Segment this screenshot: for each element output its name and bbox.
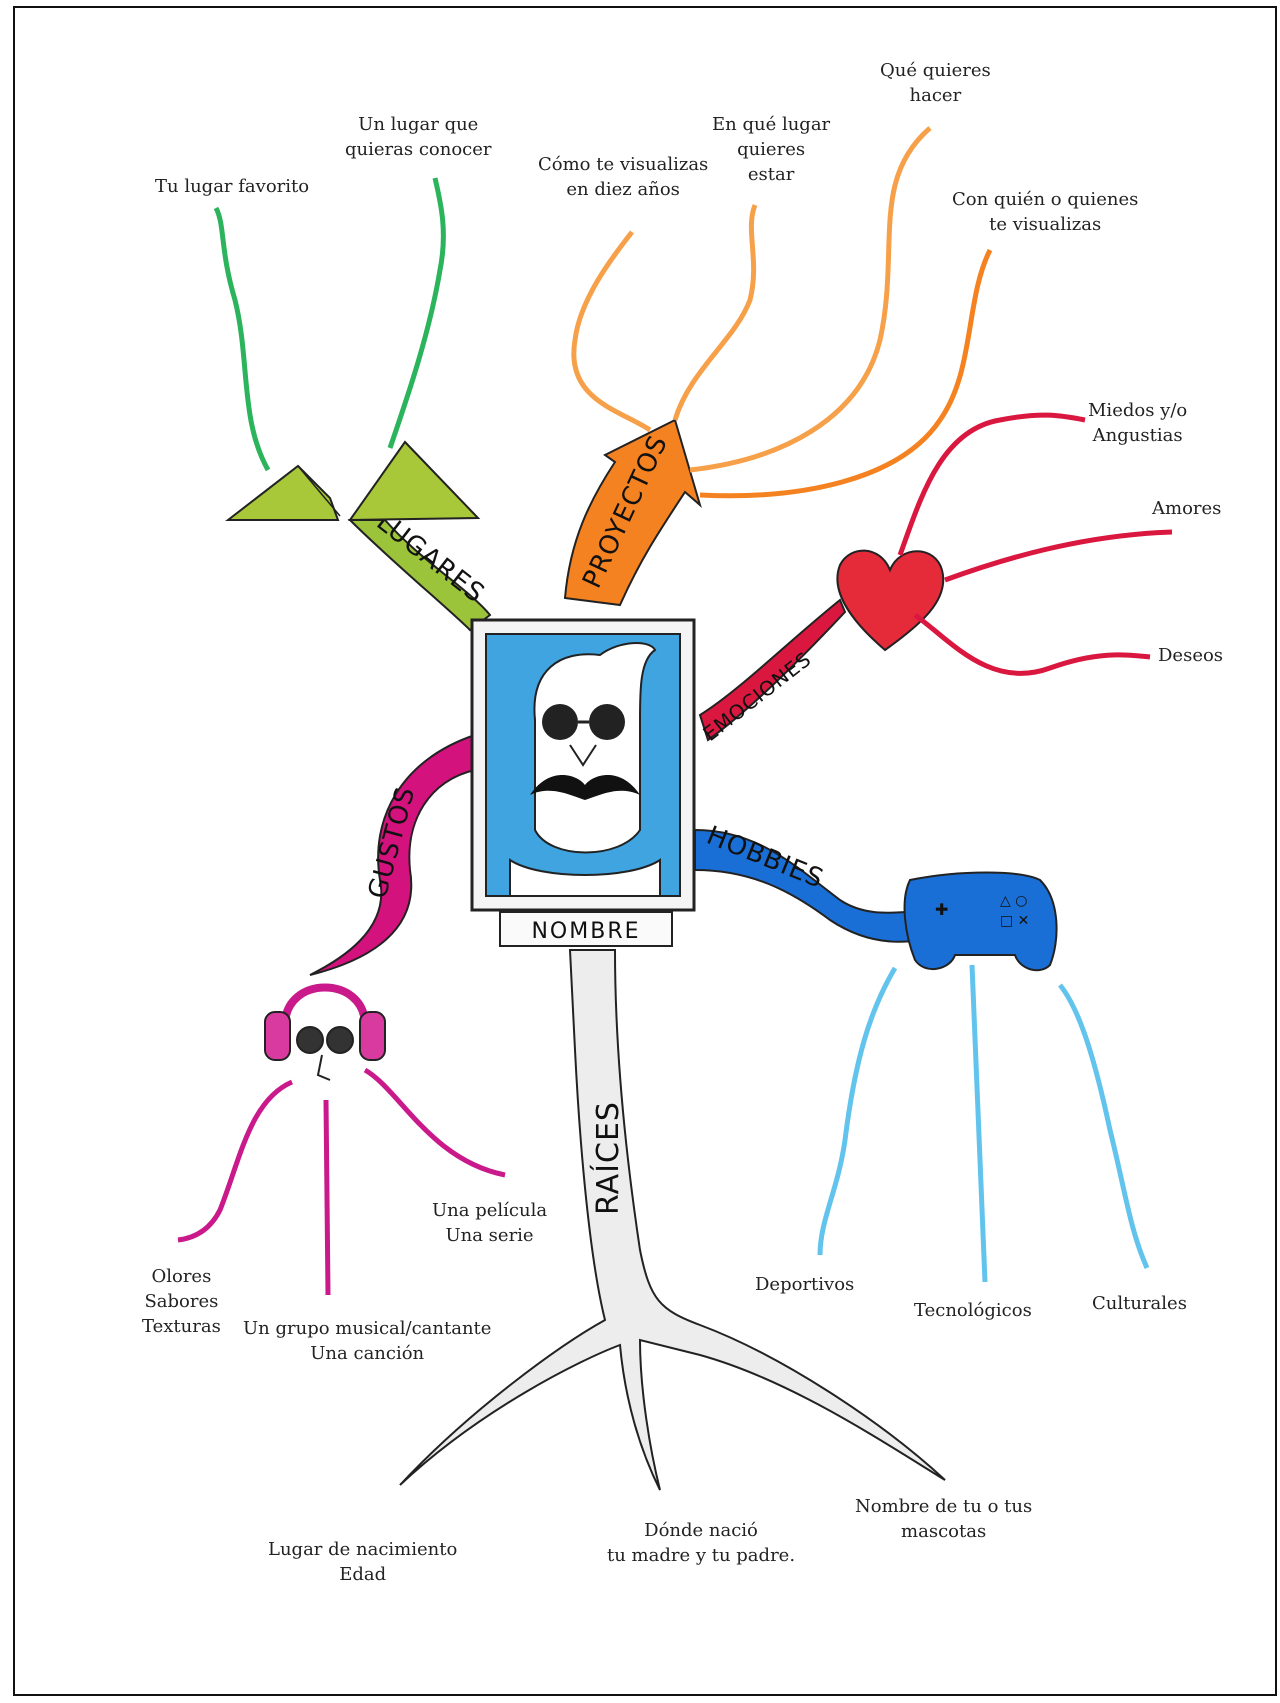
emociones-label: EMOCIONES — [698, 647, 816, 746]
label-deportivos: Deportivos — [755, 1272, 854, 1297]
mountains-icon — [228, 442, 478, 520]
label-tecnologicos: Tecnológicos — [914, 1298, 1032, 1323]
label-pelicula: Una película Una serie — [432, 1198, 547, 1248]
branch-line-lugar-estar — [675, 205, 755, 420]
branch-line-culturales — [1060, 985, 1147, 1268]
label-lugar-estar: En qué lugar quieres estar — [712, 112, 830, 187]
gustos-label: GUSTOS — [363, 783, 422, 901]
svg-text:✚: ✚ — [935, 900, 948, 919]
portrait-icon — [472, 620, 694, 910]
label-tu-lugar-favorito: Tu lugar favorito — [155, 174, 309, 199]
raices-label: RAÍCES — [590, 1101, 626, 1215]
gustos-branch: GUSTOS — [310, 735, 475, 975]
branch-line-lugar-conocer — [390, 178, 443, 448]
label-olores: Olores Sabores Texturas — [142, 1264, 221, 1339]
label-que-hacer: Qué quieres hacer — [880, 58, 991, 108]
branch-line-amores — [945, 532, 1172, 580]
label-con-quien: Con quién o quienes te visualizas — [952, 187, 1138, 237]
branch-line-visualizas — [574, 232, 650, 430]
heart-icon — [837, 551, 943, 650]
branch-line-deportivos — [820, 968, 895, 1255]
label-miedos: Miedos y/o Angustias — [1088, 398, 1187, 448]
gamepad-icon: ✚ △ ○ □ ✕ — [905, 873, 1057, 971]
center-label: NOMBRE — [531, 919, 640, 944]
arrow-icon: PROYECTOS — [565, 420, 700, 605]
branch-line-tu-lugar-favorito — [216, 208, 268, 470]
label-amores: Amores — [1152, 496, 1221, 521]
label-donde-nacio: Dónde nació tu madre y tu padre. — [607, 1518, 795, 1568]
headphones-face-icon — [265, 988, 385, 1081]
label-lugar-nacimiento: Lugar de nacimiento Edad — [268, 1537, 457, 1587]
nombre-plaque: NOMBRE — [500, 912, 672, 946]
svg-text:△ ○: △ ○ — [1000, 893, 1027, 909]
emociones-branch: EMOCIONES — [698, 600, 845, 746]
svg-text:□ ✕: □ ✕ — [1000, 913, 1029, 929]
branch-line-olores — [178, 1082, 292, 1240]
hobbies-branch: HOBBIES — [695, 821, 920, 942]
label-mascotas: Nombre de tu o tus mascotas — [855, 1494, 1032, 1544]
label-grupo: Un grupo musical/cantante Una canción — [243, 1316, 491, 1366]
branch-line-grupo — [326, 1100, 328, 1295]
branch-line-tecnologicos — [972, 965, 985, 1282]
branch-line-pelicula — [365, 1070, 505, 1175]
lugares-branch: LUGARES — [350, 507, 490, 630]
label-lugar-conocer: Un lugar que quieras conocer — [345, 112, 492, 162]
label-culturales: Culturales — [1092, 1291, 1187, 1316]
label-visualizas-diez: Cómo te visualizas en diez años — [538, 152, 708, 202]
branch-line-deseos — [915, 615, 1150, 673]
label-deseos: Deseos — [1158, 643, 1223, 668]
